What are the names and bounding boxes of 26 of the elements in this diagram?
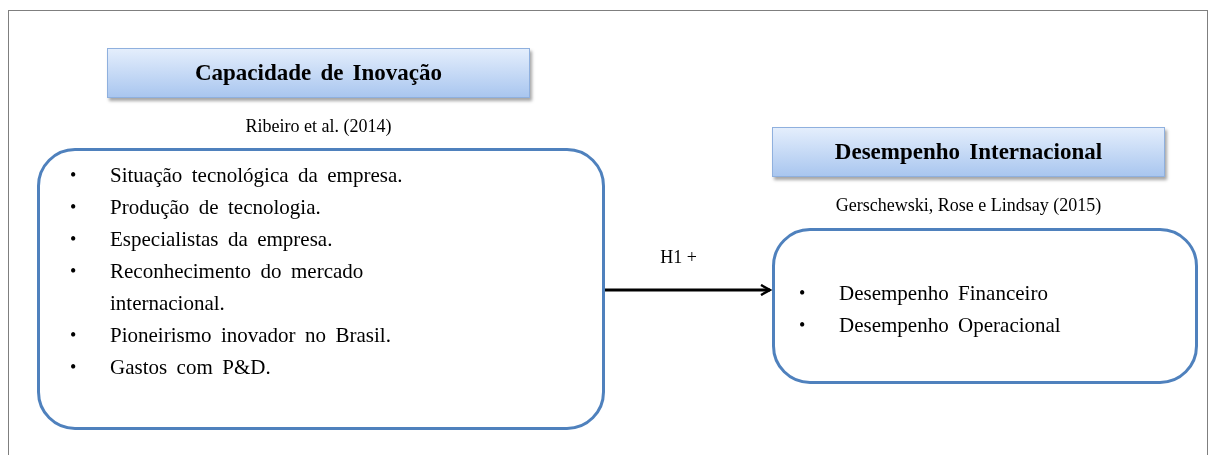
- bullet-item: Produção de tecnologia.: [110, 194, 322, 221]
- heading-text: Capacidade de Inovação: [194, 58, 443, 87]
- bullet-item: Desempenho Operacional: [839, 312, 1062, 339]
- bullet-marker: •: [70, 325, 77, 345]
- bullet-marker: •: [70, 357, 77, 377]
- bullet-item: Situação tecnológica da empresa.: [110, 162, 404, 189]
- bullet-list-box: [772, 228, 1198, 384]
- arrow: [605, 283, 772, 297]
- bullet-item: Desempenho Financeiro: [839, 280, 1049, 307]
- citation-text: Ribeiro et al. (2014): [245, 115, 392, 138]
- bullet-marker: •: [799, 315, 806, 335]
- bullet-item: Gastos com P&D.: [110, 354, 272, 381]
- bullet-marker: •: [70, 197, 77, 217]
- bullet-item: Pioneirismo inovador no Brasil.: [110, 322, 392, 349]
- bullet-marker: •: [799, 283, 806, 303]
- bullet-marker: •: [70, 229, 77, 249]
- bullet-marker: •: [70, 261, 77, 281]
- bullet-item: Reconhecimento do mercado internacional.: [110, 258, 365, 317]
- bullet-marker: •: [70, 165, 77, 185]
- citation-text: Gerschewski, Rose e Lindsay (2015): [835, 194, 1102, 217]
- bullet-item: Especialistas da empresa.: [110, 226, 334, 253]
- heading-box: [772, 127, 1165, 177]
- heading-box: [107, 48, 530, 98]
- bullet-list-box: [37, 148, 605, 430]
- heading-text: Desempenho Internacional: [834, 137, 1103, 166]
- edge-label: H1 +: [660, 247, 697, 267]
